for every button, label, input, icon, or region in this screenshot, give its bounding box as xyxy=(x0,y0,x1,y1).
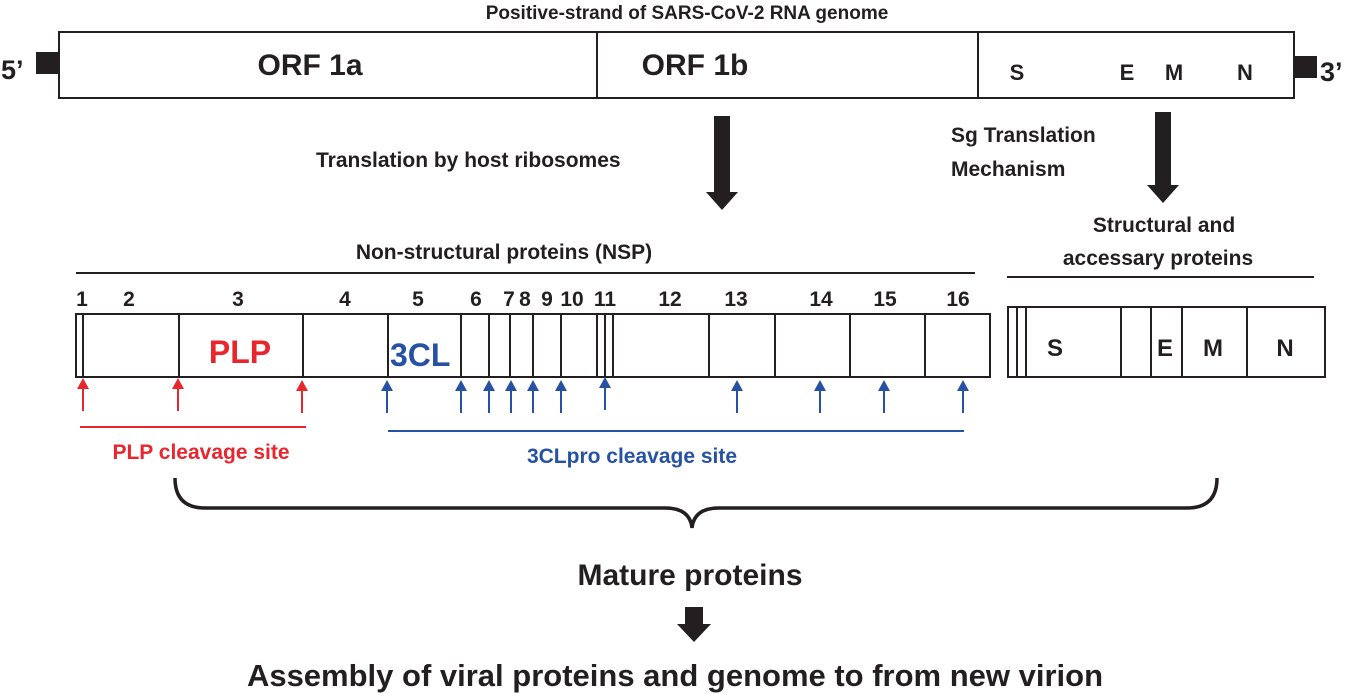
cl-cleavage-arrowhead xyxy=(483,380,495,391)
plp-label: PLP xyxy=(209,334,271,370)
orf1a-label: ORF 1a xyxy=(257,49,362,82)
cl-cleavage-arrowhead xyxy=(878,380,890,391)
mature-arrow xyxy=(677,607,711,642)
structural-gene-e: E xyxy=(1157,335,1173,362)
mature-proteins-label: Mature proteins xyxy=(577,559,802,592)
plp-cleavage-arrowhead xyxy=(296,380,308,391)
cl-cleavage-arrowhead xyxy=(381,380,393,391)
structural-gene-n: N xyxy=(1276,335,1293,362)
cl-cleavage-arrows xyxy=(381,377,969,413)
five-prime-cap xyxy=(36,52,58,74)
genome-gene-e: E xyxy=(1120,60,1135,85)
genome-gene-m: M xyxy=(1165,60,1183,85)
structural-gene-s: S xyxy=(1047,335,1063,362)
structural-bar: S E M N xyxy=(1007,306,1326,378)
translation-arrow xyxy=(706,116,738,210)
plp-cleavage-label: PLP cleavage site xyxy=(112,441,289,464)
nsp-number: 1 xyxy=(76,288,88,311)
nsp-number: 9 xyxy=(541,288,553,311)
five-prime-label: 5’ xyxy=(1,55,24,85)
cl-cleavage-arrowhead xyxy=(814,380,826,391)
cl-cleavage-arrowhead xyxy=(527,380,539,391)
plp-cleavage-arrowhead xyxy=(77,378,89,389)
cl-cleavage-label: 3CLpro cleavage site xyxy=(527,445,737,468)
nsp-number: 15 xyxy=(873,288,897,311)
sg-translation-arrow xyxy=(1147,112,1179,203)
plp-cleavage-arrows xyxy=(77,378,308,413)
translation-host-label: Translation by host ribosomes xyxy=(316,149,621,172)
mature-brace xyxy=(173,477,1219,529)
cl-cleavage-arrowhead xyxy=(731,380,743,391)
cl-cleavage-arrowhead xyxy=(555,380,567,391)
cl-label: 3CL xyxy=(390,337,450,373)
cl-cleavage-arrowhead xyxy=(455,380,467,391)
nsp-number: 14 xyxy=(809,288,833,311)
assembly-label: Assembly of viral proteins and genome to… xyxy=(247,658,1103,693)
structural-bar-outline xyxy=(1007,306,1326,378)
genome-outline xyxy=(58,31,1295,99)
nsp-bar: PLP 3CL xyxy=(75,313,991,378)
three-prime-label: 3’ xyxy=(1320,57,1343,87)
nsp-number: 16 xyxy=(946,288,969,311)
nsp-number: 7 xyxy=(503,288,515,311)
nsp-number: 3 xyxy=(232,288,244,311)
three-prime-cap xyxy=(1295,56,1317,78)
plp-cleavage-arrowhead xyxy=(172,378,184,389)
nsp-number: 13 xyxy=(724,288,747,311)
sg-translation-label-2: Mechanism xyxy=(951,158,1065,181)
structural-gene-m: M xyxy=(1203,335,1223,362)
genome-gene-s: S xyxy=(1010,60,1025,85)
nsp-title: Non-structural proteins (NSP) xyxy=(356,241,652,264)
genome-gene-n: N xyxy=(1237,60,1253,85)
nsp-number: 8 xyxy=(519,288,531,311)
cl-cleavage-arrowhead xyxy=(505,380,517,391)
sg-translation-label-1: Sg Translation xyxy=(951,124,1096,147)
nsp-number: 6 xyxy=(470,288,482,311)
structural-title-2: accessary proteins xyxy=(1063,247,1253,270)
orf1b-label: ORF 1b xyxy=(642,49,749,82)
cl-cleavage-arrowhead xyxy=(957,380,969,391)
genome-bar: 5’ 3’ ORF 1a ORF 1b S E M N xyxy=(1,31,1343,99)
nsp-number: 12 xyxy=(658,288,681,311)
nsp-number: 10 xyxy=(560,288,583,311)
nsp-number: 11 xyxy=(594,288,617,311)
structural-title-1: Structural and xyxy=(1093,214,1235,237)
genome-title: Positive-strand of SARS-CoV-2 RNA genome xyxy=(486,3,889,24)
nsp-number: 2 xyxy=(123,288,135,311)
nsp-numbers: 1 2 3 4 5 6 7 8 9 10 11 12 13 14 15 16 xyxy=(76,288,970,311)
nsp-number: 5 xyxy=(412,288,424,311)
nsp-number: 4 xyxy=(339,288,351,311)
cl-cleavage-arrowhead xyxy=(599,377,611,388)
